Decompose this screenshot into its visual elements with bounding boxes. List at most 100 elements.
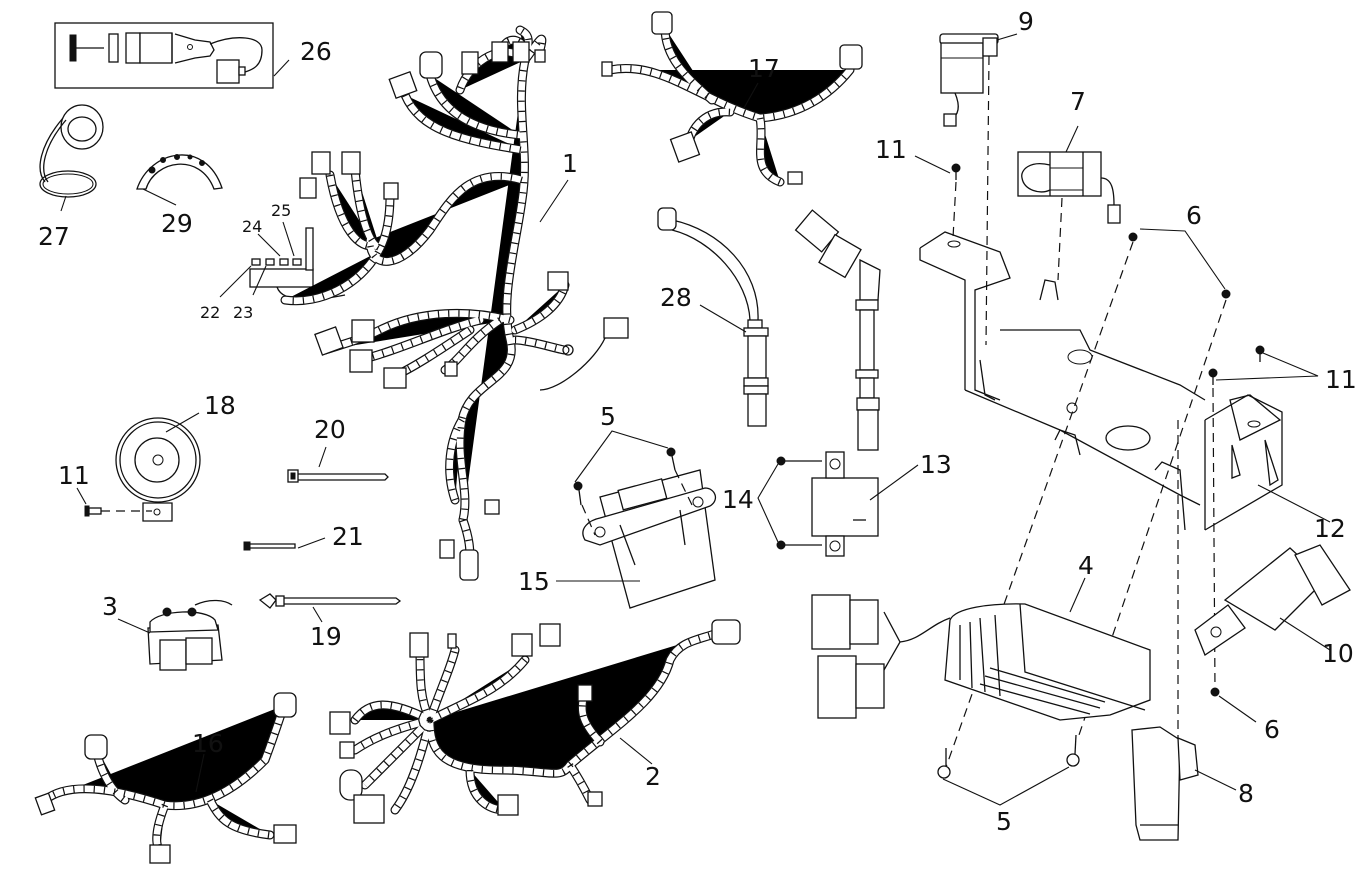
connector-icons: [299, 41, 629, 581]
callout-26: 26: [300, 37, 332, 66]
leader-24: [257, 233, 281, 257]
callout-11-top: 11: [875, 135, 907, 164]
callout-20: 20: [314, 415, 346, 444]
leader-27: [60, 195, 67, 212]
callout-21: 21: [332, 522, 364, 551]
callout-5-bottom: 5: [996, 807, 1012, 836]
leader-14: [757, 463, 779, 543]
part-6-nuts-top: [1128, 232, 1231, 299]
part-4-regulator: [811, 594, 1151, 721]
callout-3: 3: [102, 592, 118, 621]
part-21-cable-tie: [243, 541, 296, 551]
part-16-sub-harness: [34, 692, 297, 864]
callout-28: 28: [660, 283, 692, 312]
callout-11-right: 11: [1325, 365, 1357, 394]
part-7-relay: [1017, 151, 1121, 224]
part-28-speed-sensor: [657, 207, 769, 427]
part-5-cdi-bolts: [573, 447, 693, 536]
part-3-starter-relay: [147, 599, 233, 671]
part-5-bolts-bottom: [937, 734, 1080, 779]
callout-6-bottom: 6: [1264, 715, 1280, 744]
callout-19: 19: [310, 622, 342, 651]
leader-1: [539, 179, 569, 223]
callout-22: 22: [200, 303, 220, 322]
part-11-horn-bolt: [84, 505, 152, 517]
callout-1: 1: [562, 149, 578, 178]
callout-25: 25: [271, 201, 291, 220]
part-20-cable-tie: [287, 469, 389, 483]
leader-4: [1069, 577, 1086, 613]
leader-20: [318, 446, 327, 468]
leader-21: [297, 537, 326, 549]
part-15-cdi-unit: [582, 469, 717, 609]
leader-5-bottom: [942, 766, 1070, 806]
leader-11-left: [76, 487, 87, 505]
part-6-nut-bottom: [1210, 687, 1220, 697]
part-19-push-mount-tie: [258, 593, 402, 609]
callout-24: 24: [242, 217, 262, 236]
part-18-horn: [115, 417, 201, 522]
part-9-cylindrical-relay: [939, 33, 999, 127]
leader-22: [219, 265, 252, 298]
fuse-23-icon: [265, 258, 275, 266]
part-2-secondary-harness: [329, 619, 741, 824]
part-11-bolts-right: [1208, 345, 1265, 385]
part-29-indicator-decal: [136, 154, 223, 190]
leader-8: [1194, 769, 1237, 791]
leader-6-bottom: [1218, 695, 1257, 723]
callout-12: 12: [1314, 514, 1346, 543]
part-1-main-harness: [285, 30, 629, 581]
leader-16: [195, 753, 205, 793]
callout-13: 13: [920, 450, 952, 479]
callout-18: 18: [204, 391, 236, 420]
leader-12: [1257, 484, 1331, 523]
leader-25: [282, 221, 295, 257]
callout-23: 23: [233, 303, 253, 322]
callout-15: 15: [518, 567, 550, 596]
part-10-relay: [1194, 544, 1351, 656]
leader-13: [869, 464, 919, 501]
part-8-control-module: [1131, 726, 1199, 841]
leader-7: [1065, 125, 1079, 153]
leader-19: [312, 606, 323, 623]
fuse-25-icon: [292, 258, 302, 266]
part-13-ignition-coil: [794, 209, 881, 557]
callout-5-top: 5: [600, 402, 616, 431]
part-14-coil-bolts: [776, 456, 822, 550]
leader-28: [699, 304, 747, 333]
fuse-24-icon: [279, 258, 289, 266]
callout-29: 29: [161, 209, 193, 238]
dashed-line-11-top: [952, 181, 957, 239]
leader-6-top: [1139, 228, 1226, 290]
part-26-ignition-switch: [54, 22, 274, 89]
callout-11-left: 11: [58, 461, 90, 490]
leader-26: [273, 59, 290, 77]
leader-2: [619, 737, 653, 765]
callout-16: 16: [192, 729, 224, 758]
callout-9: 9: [1018, 7, 1034, 36]
callout-14: 14: [722, 485, 754, 514]
callout-2: 2: [645, 762, 661, 791]
callout-8: 8: [1238, 779, 1254, 808]
callout-10: 10: [1322, 639, 1354, 668]
part-12-bracket: [919, 231, 1283, 531]
part-11-bolt-top: [951, 163, 961, 180]
callout-4: 4: [1078, 551, 1094, 580]
leader-10: [1279, 617, 1331, 651]
part-17-sub-harness: [601, 11, 863, 184]
key-icon: [69, 34, 77, 62]
leader-11-right: [1215, 352, 1319, 381]
dashed-line-9: [985, 55, 990, 346]
part-27-cap: [39, 104, 104, 198]
leader-17: [743, 82, 759, 109]
leader-23: [252, 265, 267, 296]
fuse-22-icon: [251, 258, 261, 266]
leader-9: [996, 33, 1018, 41]
leader-5-top: [574, 430, 669, 483]
callout-27: 27: [38, 222, 70, 251]
callout-6-top: 6: [1186, 201, 1202, 230]
dashed-line-6b: [1077, 299, 1227, 739]
leader-18: [165, 412, 200, 433]
